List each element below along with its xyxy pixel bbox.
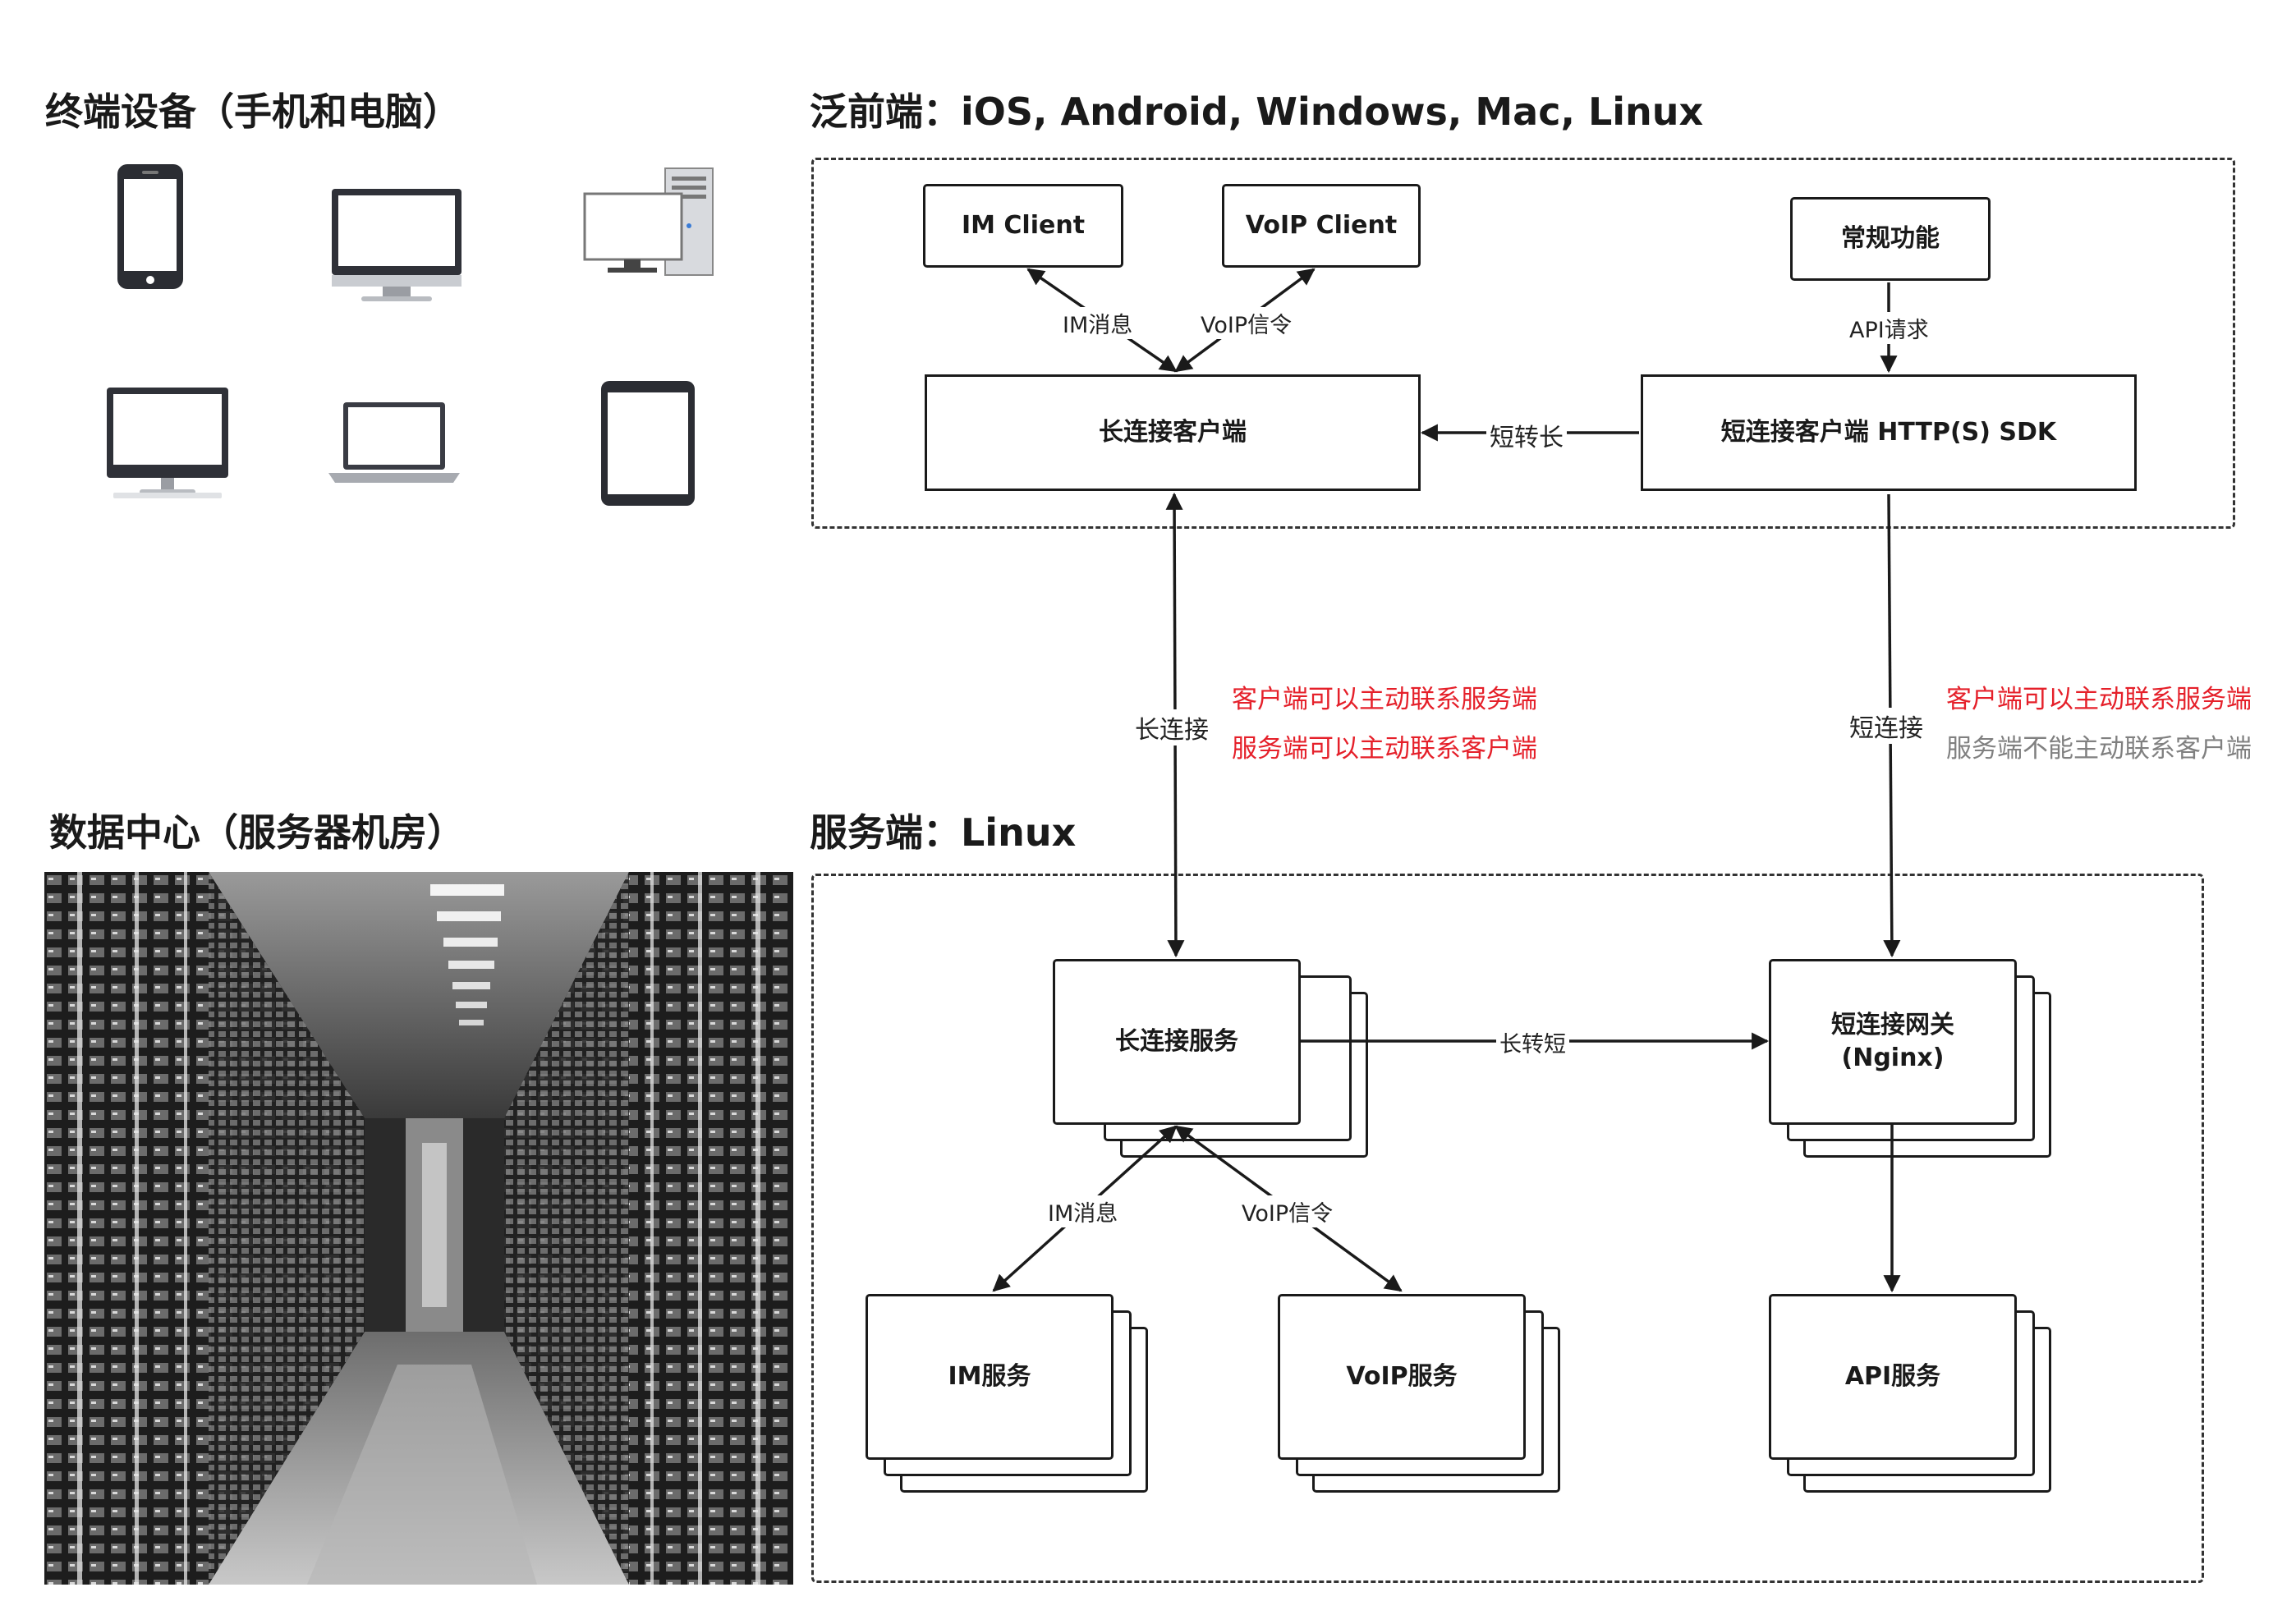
short-connection-gateway-box: 短连接网关 (Nginx) (1769, 959, 2017, 1125)
tablet-icon (601, 381, 695, 506)
im-service-box: IM服务 (866, 1294, 1114, 1460)
short-note-server-cannot: 服务端不能主动联系客户端 (1946, 734, 2252, 764)
devices-title: 终端设备（手机和电脑） (45, 89, 461, 134)
laptop-icon (328, 402, 460, 483)
desktop-pc-icon (583, 167, 714, 276)
im-client-box: IM Client (923, 184, 1123, 268)
api-service-box: API服务 (1769, 1294, 2017, 1460)
voip-client-box: VoIP Client (1222, 184, 1421, 268)
phone-icon (117, 164, 183, 289)
backend-container (811, 874, 2204, 1583)
label-im-message: IM消息 (1059, 307, 1137, 339)
long-connection-client-box: 长连接客户端 (925, 374, 1421, 491)
frontend-title: 泛前端：iOS, Android, Windows, Mac, Linux (810, 89, 1704, 134)
label-long-to-short: 长转短 (1496, 1026, 1569, 1058)
long-connection-service-box: 长连接服务 (1053, 959, 1301, 1125)
label-backend-im-message: IM消息 (1045, 1195, 1122, 1227)
label-voip-signal: VoIP信令 (1197, 307, 1296, 339)
short-connection-client-box: 短连接客户端 HTTP(S) SDK (1641, 374, 2137, 491)
all-in-one-pc-icon (107, 388, 228, 498)
backend-title: 服务端：Linux (810, 810, 1077, 855)
voip-service-box: VoIP服务 (1278, 1294, 1526, 1460)
label-api-request: API请求 (1846, 312, 1932, 344)
label-short-to-long: 短转长 (1486, 417, 1567, 453)
long-note-client-to-server: 客户端可以主动联系服务端 (1232, 685, 1537, 714)
short-note-client-to-server: 客户端可以主动联系服务端 (1946, 685, 2252, 714)
label-backend-voip-signal: VoIP信令 (1238, 1195, 1337, 1227)
label-short-connection: 短连接 (1846, 708, 1926, 744)
label-long-connection: 长连接 (1132, 709, 1212, 745)
regular-functions-box: 常规功能 (1790, 197, 1991, 281)
long-note-server-to-client: 服务端可以主动联系客户端 (1232, 734, 1537, 764)
server-room-image (44, 872, 793, 1585)
frontend-container (811, 158, 2235, 529)
device-icons (107, 164, 714, 506)
monitor-icon (332, 189, 461, 301)
datacenter-title: 数据中心（服务器机房） (49, 810, 465, 855)
